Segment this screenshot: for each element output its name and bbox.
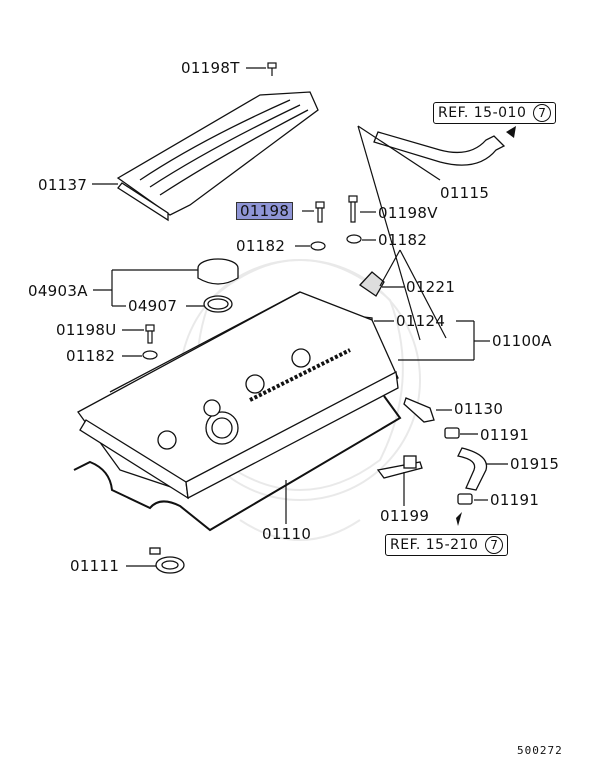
label-01115: 01115	[440, 184, 490, 202]
ref-top-circle-number: 7	[533, 104, 552, 122]
leader-lines	[92, 67, 508, 567]
cable-tie	[376, 455, 423, 479]
ref-bottom-circle-number: 7	[485, 536, 504, 554]
ref-top-text: REF. 15-010	[438, 105, 527, 121]
ref-box-bottom[interactable]: REF. 15-210 7	[385, 534, 509, 556]
hose-clips	[444, 427, 488, 505]
bolt-01198T	[267, 62, 277, 76]
label-01198V: 01198V	[378, 204, 438, 222]
label-01130: 01130	[454, 400, 504, 418]
label-01199: 01199	[380, 507, 430, 525]
label-01191-upper: 01191	[480, 426, 530, 444]
pcv-part	[359, 271, 385, 297]
label-04907: 04907	[128, 297, 178, 315]
label-01182-top: 01182	[236, 237, 286, 255]
bolt-01198U	[145, 324, 155, 344]
label-01191-lower: 01191	[490, 491, 540, 509]
washer-01182	[142, 234, 362, 360]
label-01111: 01111	[70, 557, 120, 575]
ref-arrow-icon	[456, 126, 516, 526]
ref-box-top[interactable]: REF. 15-010 7	[433, 102, 557, 124]
pcv-valve	[403, 397, 435, 423]
bolt-01198	[315, 201, 325, 223]
label-01124: 01124	[396, 312, 446, 330]
engine-cover	[116, 91, 319, 222]
bolt-01198V	[348, 195, 358, 223]
label-01198-highlighted[interactable]: 01198	[236, 202, 294, 220]
label-04903A: 04903A	[28, 282, 88, 300]
label-01182-right: 01182	[378, 231, 428, 249]
label-01110: 01110	[262, 525, 312, 543]
valve-cover	[77, 291, 399, 500]
diagram-code: 500272	[517, 744, 563, 757]
oil-cap	[197, 258, 239, 313]
label-01198U: 01198U	[56, 321, 117, 339]
label-01915: 01915	[510, 455, 560, 473]
label-01100A: 01100A	[492, 332, 552, 350]
breather-hose	[373, 131, 506, 166]
label-01182-left: 01182	[66, 347, 116, 365]
valve-cover-gasket	[73, 395, 402, 532]
label-01198T: 01198T	[181, 59, 240, 77]
ref-bottom-text: REF. 15-210	[390, 537, 479, 553]
label-01221: 01221	[406, 278, 456, 296]
label-01137: 01137	[38, 176, 88, 194]
plug-seal	[149, 547, 185, 574]
